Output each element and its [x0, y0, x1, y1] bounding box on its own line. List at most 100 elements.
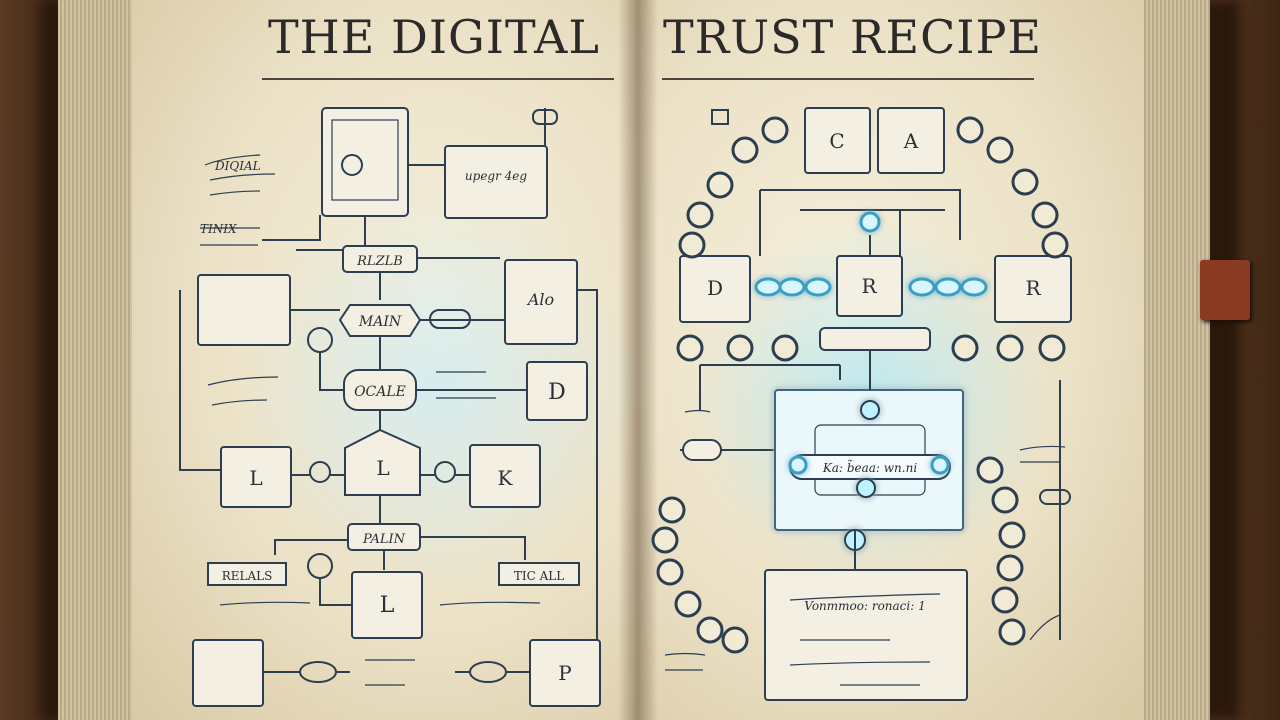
chain-ring — [951, 334, 979, 362]
glow-node — [930, 455, 950, 475]
document-node — [341, 154, 363, 176]
chain-ring — [956, 116, 984, 144]
document-inner — [331, 119, 399, 201]
note-block-upper — [444, 145, 548, 219]
tag-relals — [207, 562, 287, 586]
label-k: K — [498, 466, 514, 490]
label-p: P — [558, 661, 571, 685]
small-tag-right — [711, 109, 729, 125]
title-underline-left — [262, 78, 614, 80]
chain-ring — [1011, 168, 1039, 196]
label-ocale: OCALE — [354, 384, 406, 400]
chain-capsule — [469, 661, 507, 683]
connector — [296, 249, 500, 300]
block-d-right — [679, 255, 751, 323]
chain-ring — [721, 626, 749, 654]
main-hexagon — [338, 304, 422, 337]
page-edges-left — [58, 0, 138, 720]
label-diqial: DIQIAL — [214, 159, 261, 173]
scribble-notes — [207, 371, 496, 406]
connector — [179, 289, 598, 640]
chain-capsule — [299, 661, 337, 683]
connector — [680, 364, 1061, 640]
label-d-left: D — [548, 380, 566, 405]
chain-ring — [674, 590, 702, 618]
chain-ring — [726, 334, 754, 362]
connector — [291, 474, 470, 524]
chain-ring — [996, 334, 1024, 362]
label-l1: L — [249, 466, 262, 490]
bottom-note-box — [764, 569, 968, 701]
label-palin: PALIN — [362, 532, 406, 547]
label-relals: RELALS — [222, 569, 273, 583]
glow-node — [859, 211, 881, 233]
chain-ring — [991, 486, 1019, 514]
scribble-notes — [219, 601, 541, 686]
glow-node — [856, 478, 876, 498]
glow-link — [934, 277, 962, 297]
chain-ring — [986, 136, 1014, 164]
label-d-right: D — [707, 276, 723, 300]
chain-ring — [651, 526, 679, 554]
tag-tic — [498, 562, 580, 586]
chain-ring — [998, 618, 1026, 646]
chain-ring — [696, 616, 724, 644]
label-alo: Alo — [526, 290, 554, 309]
small-tag — [532, 109, 558, 125]
chain-ring — [656, 558, 684, 586]
connector — [854, 350, 871, 570]
node-small — [307, 327, 333, 353]
label-r-center: R — [861, 274, 877, 298]
connector — [364, 108, 546, 246]
chain-ring — [1031, 201, 1059, 229]
chain-ring — [761, 116, 789, 144]
note-block-right — [504, 259, 578, 345]
chain-ring — [998, 521, 1026, 549]
note-block-left — [197, 274, 291, 346]
side-capsule — [682, 439, 722, 461]
chain-ring-group — [651, 116, 1069, 654]
glow-link — [908, 277, 936, 297]
chain-ring — [676, 334, 704, 362]
chain-node — [434, 461, 456, 483]
chain-node — [309, 461, 331, 483]
title-left: THE DIGITAL — [268, 10, 600, 64]
glow-link — [804, 277, 832, 297]
label-c: C — [829, 129, 844, 153]
block-c — [804, 107, 871, 174]
title-right: TRUST RECIPE — [663, 10, 1043, 64]
central-pentagon — [344, 428, 421, 496]
chain-ring — [658, 496, 686, 524]
chain-ring — [686, 201, 714, 229]
side-tag-right — [1039, 489, 1071, 505]
chain-ring — [1041, 231, 1069, 259]
label-bottom-note: Vonmmoo: ronaci: 1 — [804, 599, 925, 613]
glow-link — [754, 277, 782, 297]
block-l-bottom — [192, 639, 264, 707]
block-a — [877, 107, 945, 174]
chain-ring — [706, 171, 734, 199]
chain-ring — [976, 456, 1004, 484]
scribble-notes — [664, 409, 1066, 686]
glowing-chain — [754, 211, 988, 475]
glow-node — [860, 400, 880, 420]
connector — [274, 536, 526, 570]
scribble-notes — [200, 154, 276, 246]
connector — [262, 215, 321, 241]
block-r-right — [994, 255, 1072, 323]
label-rlzb: RLZLB — [356, 254, 403, 269]
chain-ring — [771, 334, 799, 362]
label-tinix: TINIX — [200, 222, 237, 236]
label-upper-note: upegr 4eg — [465, 169, 527, 183]
label-central: Ka: b̃eaa: wn.ni — [822, 459, 917, 475]
label-a: A — [903, 129, 919, 153]
connector — [319, 578, 352, 606]
label-r-right: R — [1025, 276, 1041, 300]
chain-ring — [1038, 334, 1066, 362]
label-main: MAIN — [358, 314, 402, 330]
node-g — [307, 553, 333, 579]
mini-label — [819, 327, 931, 351]
title-underline-right — [662, 78, 1034, 80]
chain-ring — [731, 136, 759, 164]
